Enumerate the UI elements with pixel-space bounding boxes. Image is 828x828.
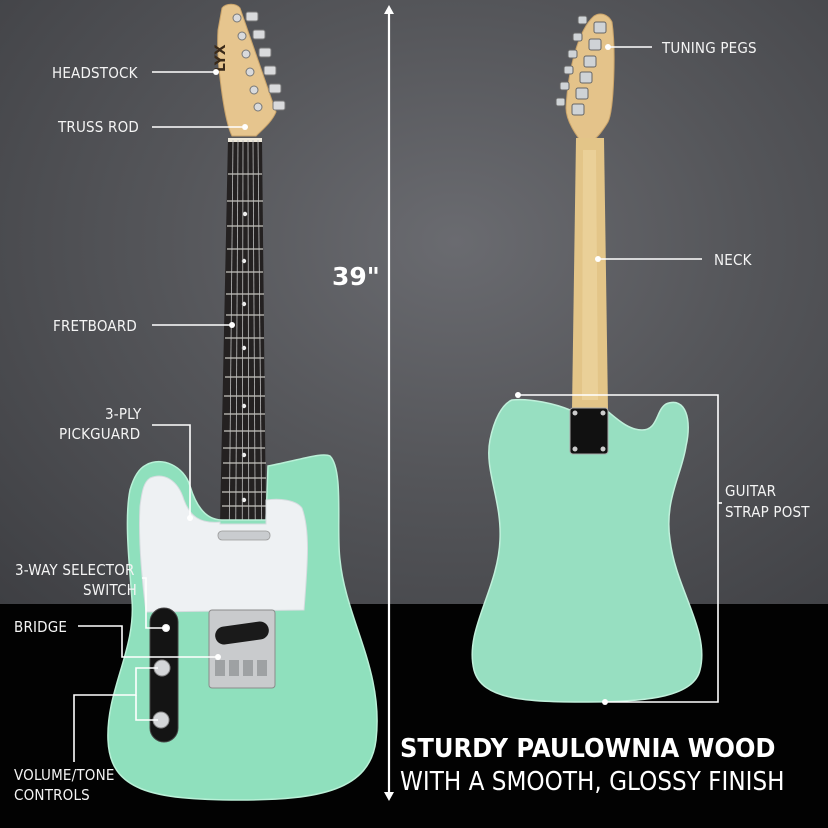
label-fretboard: FRETBOARD	[53, 317, 137, 335]
label-strap-post-line1: GUITAR	[725, 482, 777, 500]
tuning-pegs-back	[555, 15, 607, 116]
label-pickguard-line2: PICKGUARD	[59, 425, 141, 443]
label-selector-line1: 3-WAY SELECTOR	[15, 561, 135, 579]
bridge	[208, 609, 276, 689]
headline: STURDY PAULOWNIA WOOD WITH A SMOOTH, GLO…	[400, 732, 828, 798]
length-dimension: 39"	[332, 262, 380, 291]
leader-dots	[163, 44, 611, 705]
label-headstock: HEADSTOCK	[52, 64, 138, 82]
pickguard	[138, 475, 308, 613]
headline-line2: WITH A SMOOTH, GLOSSY FINISH	[400, 767, 785, 797]
dimension-arrow-icon	[384, 5, 394, 801]
neck-pickup	[217, 530, 271, 541]
front-guitar: LYX	[107, 3, 378, 801]
neck-plate	[569, 407, 609, 455]
back-guitar	[471, 13, 703, 703]
brand-logo: LYX	[213, 44, 229, 72]
guitar-body-back	[471, 398, 703, 703]
label-controls-line1: VOLUME/TONE	[14, 766, 115, 784]
label-truss-rod: TRUSS ROD	[58, 118, 139, 136]
leader-lines	[73, 46, 722, 762]
label-neck: NECK	[714, 251, 752, 269]
headline-line1: STURDY PAULOWNIA WOOD	[400, 734, 776, 764]
label-pickguard-line1: 3-PLY	[105, 405, 142, 423]
label-controls-line2: CONTROLS	[14, 786, 90, 804]
bridge-pickup	[215, 621, 269, 645]
label-strap-post-line2: STRAP POST	[725, 503, 810, 521]
label-tuning-pegs: TUNING PEGS	[662, 39, 757, 57]
tuning-pegs-front	[232, 11, 286, 112]
label-selector-line2: SWITCH	[83, 581, 138, 599]
label-bridge: BRIDGE	[14, 618, 68, 636]
